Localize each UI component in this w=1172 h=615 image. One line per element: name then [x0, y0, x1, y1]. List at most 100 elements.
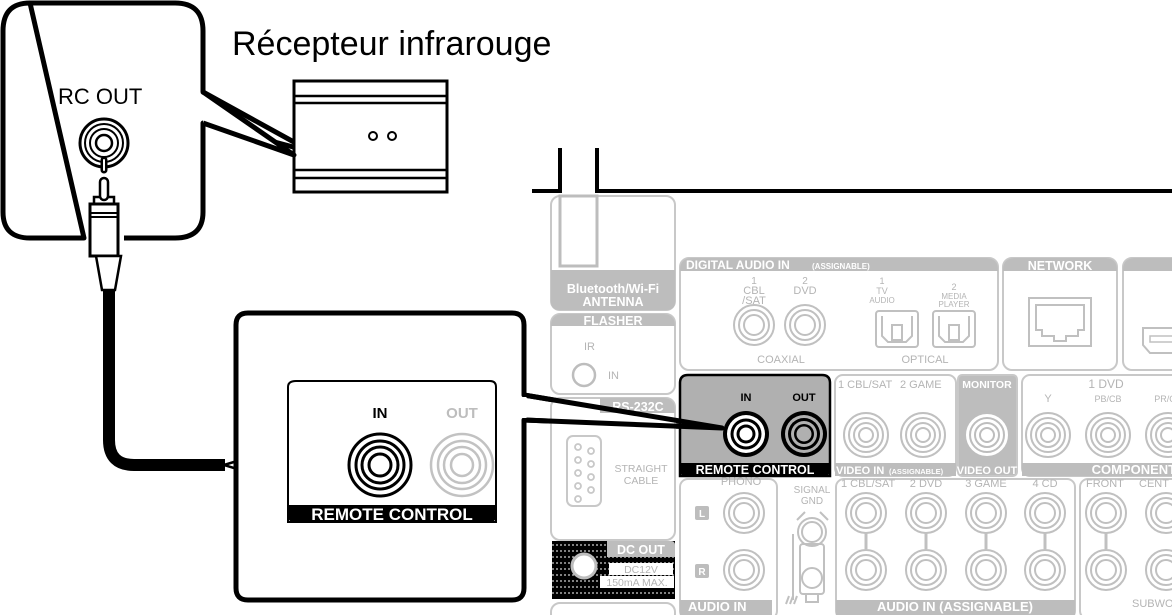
zoom-callout-box: REMOTE CONTROL IN OUT: [233, 310, 723, 603]
signal-gnd-section: SIGNAL GND: [785, 485, 831, 605]
component-pr-label: PR/C: [1154, 394, 1172, 404]
antenna-section: Bluetooth/Wi-Fi ANTENNA: [550, 194, 676, 311]
coax-2-jack-icon: [784, 304, 826, 346]
network-section: NETWORK: [1002, 257, 1118, 371]
video-in-section: 1 CBL/SAT 2 GAME VIDEO IN (ASSIGNABLE): [834, 374, 957, 477]
dc-out-section: DC OUT DC12V 150mA MAX.: [550, 541, 676, 615]
antenna-label-1: Bluetooth/Wi-Fi: [567, 282, 659, 296]
rs232c-port-icon: [566, 435, 602, 507]
remote-in-label: IN: [741, 392, 752, 404]
optical-1-label-b: AUDIO: [869, 296, 894, 305]
digital-audio-in-suffix: (ASSIGNABLE): [812, 262, 870, 271]
optical-1-port-icon: [875, 310, 919, 348]
digital-audio-in-section: DIGITAL AUDIO IN (ASSIGNABLE) 1 CBL /SAT…: [679, 257, 999, 371]
callout-in-label: IN: [373, 405, 388, 422]
audio-in-footer: AUDIO IN: [688, 599, 747, 614]
audio-input-1-label: 1 CBL/SAT: [841, 478, 895, 490]
monitor-label: MONITOR: [962, 379, 1012, 391]
video-in-2-label: 2 GAME: [900, 379, 942, 391]
left-channel-badge: [695, 506, 709, 520]
flasher-header: FLASHER: [583, 314, 642, 328]
hdmi-section: [1122, 257, 1172, 371]
optical-1-num: 1: [879, 276, 884, 286]
component-footer: COMPONENT V: [1092, 462, 1172, 477]
flasher-section: FLASHER IR IN: [550, 313, 676, 395]
pre-out-front-label: FRONT: [1086, 478, 1124, 490]
optical-label: OPTICAL: [901, 354, 948, 366]
right-channel-label: R: [698, 567, 706, 578]
optical-2-label-b: PLAYER: [939, 300, 970, 309]
component-group-label: 1 DVD: [1088, 377, 1124, 391]
audio-in-assignable-section: AUDIO IN (ASSIGNABLE) 1 CBL/SAT 2 DVD 3 …: [835, 478, 1076, 615]
callout-out-jack-icon: [429, 432, 495, 498]
audio-input-1-jacks-icon: [845, 492, 887, 591]
video-in-1-jack-icon: [843, 412, 889, 458]
component-y-jack-icon: [1025, 412, 1071, 458]
video-out-footer: VIDEO OUT: [957, 465, 1018, 477]
right-channel-badge: [695, 564, 709, 578]
optical-1-label: TV: [876, 286, 888, 296]
optical-2-label: MEDIA: [941, 292, 967, 301]
coaxial-label: COAXIAL: [757, 354, 805, 366]
component-video-section: 1 DVD Y PB/CB PR/C COMPONENT V: [1021, 374, 1172, 477]
dc-out-spec-1: DC12V: [624, 564, 658, 576]
callout-in-jack-icon[interactable]: [347, 432, 413, 498]
pre-out-front-jacks-icon: [1085, 492, 1127, 591]
rs232c-section: RS-232C STRAIGHT CABLE: [550, 397, 676, 541]
video-in-1-label: 1 CBL/SAT: [838, 379, 892, 391]
ethernet-port-icon: [1028, 297, 1092, 347]
remote-out-jack-icon[interactable]: [781, 411, 827, 457]
remote-out-label: OUT: [792, 392, 816, 404]
coax-1-jack-icon: [733, 304, 775, 346]
flasher-jack-icon: [571, 362, 597, 388]
optical-2-num: 2: [951, 282, 956, 292]
remote-in-jack-icon[interactable]: [723, 411, 769, 457]
flasher-in-label: IN: [608, 370, 619, 382]
coax-2-num: 2: [802, 276, 808, 287]
component-pb-jack-icon: [1085, 412, 1131, 458]
audio-input-4-jacks-icon: [1024, 492, 1066, 591]
hdmi-port-icon: [1142, 327, 1172, 354]
zoom-pointer: [523, 392, 725, 431]
coax-2-label: DVD: [793, 285, 816, 297]
rs232c-note-2: CABLE: [624, 475, 658, 487]
pre-out-subwoofer-label: SUBWO: [1132, 598, 1172, 610]
audio-input-3-jacks-icon: [965, 492, 1007, 591]
rca-plug-tip-top: [98, 176, 110, 202]
callout-remote-control-label: REMOTE CONTROL: [311, 505, 473, 524]
audio-input-4-label: 4 CD: [1032, 478, 1057, 490]
audio-in-phono-section: AUDIO IN PHONO L R: [679, 476, 778, 615]
audio-input-2-jacks-icon: [905, 492, 947, 591]
audio-input-3-label: 3 GAME: [965, 478, 1007, 490]
video-in-2-jack-icon: [900, 412, 946, 458]
video-in-footer: VIDEO IN: [836, 465, 884, 477]
pre-out-section: FRONT CENT SUBWO: [1079, 478, 1172, 615]
signal-gnd-label-1: SIGNAL: [794, 485, 831, 496]
antenna-label-2: ANTENNA: [582, 295, 643, 309]
coax-1-num: 1: [751, 276, 757, 287]
rs232c-note-1: STRAIGHT: [614, 463, 668, 475]
callout-out-label: OUT: [446, 405, 478, 422]
audio-in-assignable-footer: AUDIO IN (ASSIGNABLE): [877, 599, 1033, 614]
remote-control-section: REMOTE CONTROL IN OUT: [678, 373, 832, 478]
network-header: NETWORK: [1028, 259, 1093, 273]
phono-r-jack-icon: [723, 549, 765, 591]
audio-input-2-label: 2 DVD: [910, 478, 942, 490]
component-pb-label: PB/CB: [1094, 394, 1121, 404]
left-channel-label: L: [699, 509, 705, 520]
pre-out-center-label: CENT: [1139, 478, 1169, 490]
phono-l-jack-icon: [723, 492, 765, 534]
rc-out-label: RC OUT: [58, 84, 142, 109]
video-out-section: MONITOR VIDEO OUT: [957, 374, 1018, 477]
diagram-title: Récepteur infrarouge: [232, 25, 551, 63]
callout-pointer: [201, 89, 297, 158]
component-pr-jack-icon: [1145, 412, 1172, 458]
dc-out-spec-2: 150mA MAX.: [606, 577, 667, 589]
video-in-footer-suffix: (ASSIGNABLE): [889, 467, 944, 476]
optical-2-port-icon: [932, 310, 976, 348]
phono-label: PHONO: [721, 476, 762, 488]
flasher-ir-label: IR: [584, 341, 595, 353]
coax-1-label: CBL: [743, 285, 764, 297]
component-y-label: Y: [1044, 393, 1052, 405]
